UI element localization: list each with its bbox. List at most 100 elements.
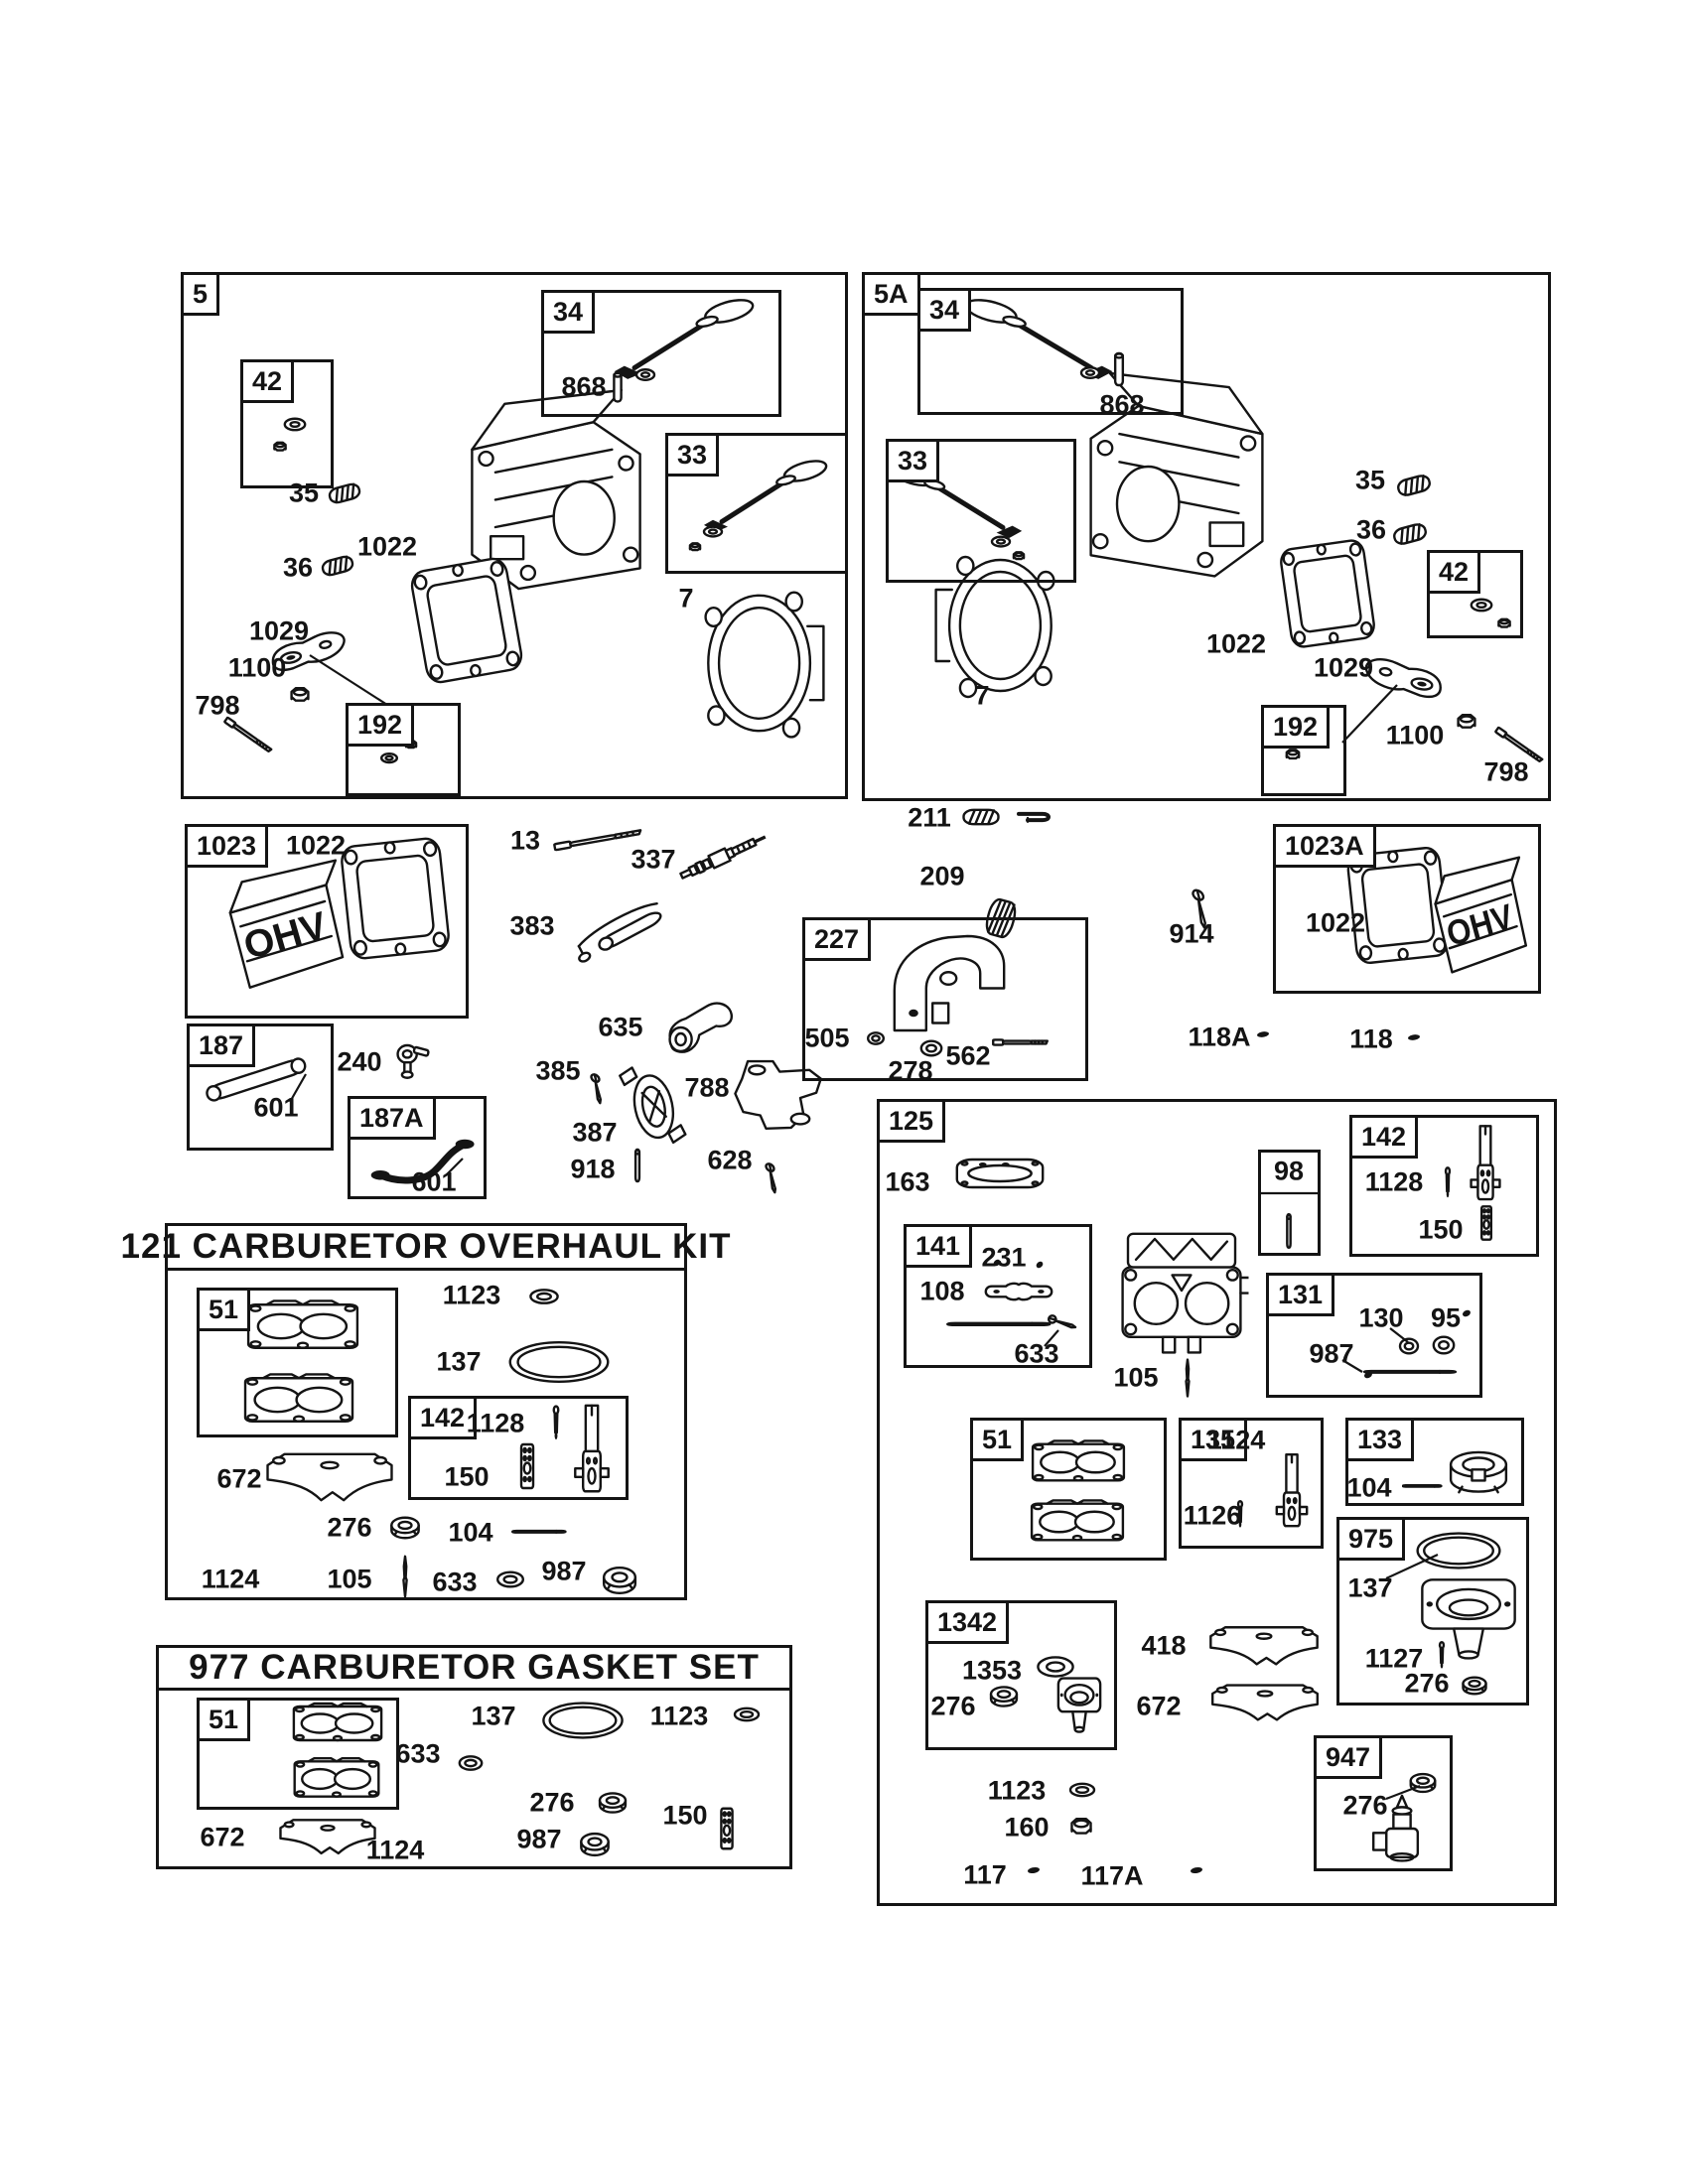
group-box-125-131: 131 bbox=[1266, 1273, 1482, 1398]
callout-1029[interactable]: 1029 bbox=[1313, 652, 1374, 683]
callout-276[interactable]: 276 bbox=[327, 1512, 372, 1543]
callout-160[interactable]: 160 bbox=[1004, 1812, 1050, 1843]
callout-672[interactable]: 672 bbox=[216, 1463, 262, 1494]
callout-108[interactable]: 108 bbox=[919, 1276, 965, 1306]
callout-562[interactable]: 562 bbox=[945, 1040, 991, 1071]
callout-628[interactable]: 628 bbox=[707, 1145, 753, 1175]
callout-1123[interactable]: 1123 bbox=[987, 1775, 1047, 1806]
callout-150[interactable]: 150 bbox=[662, 1800, 708, 1831]
callout-505[interactable]: 505 bbox=[804, 1023, 850, 1053]
group-label-5-33: 33 bbox=[665, 433, 720, 477]
callout-137[interactable]: 137 bbox=[436, 1346, 482, 1377]
callout-98[interactable]: 98 bbox=[1273, 1156, 1305, 1186]
group-box-121: 121 CARBURETOR OVERHAUL KIT bbox=[121, 1223, 730, 1600]
group-label-125-141: 141 bbox=[904, 1224, 973, 1268]
leader-line bbox=[447, 1159, 463, 1174]
callout-150[interactable]: 150 bbox=[1418, 1214, 1464, 1245]
callout-276[interactable]: 276 bbox=[1404, 1668, 1450, 1699]
callout-633[interactable]: 633 bbox=[395, 1738, 441, 1769]
callout-7[interactable]: 7 bbox=[678, 583, 694, 614]
callout-105[interactable]: 105 bbox=[327, 1564, 372, 1594]
spring-icon bbox=[962, 809, 1000, 825]
callout-7[interactable]: 7 bbox=[974, 680, 990, 711]
callout-1022[interactable]: 1022 bbox=[1205, 628, 1267, 659]
callout-1127[interactable]: 1127 bbox=[1364, 1643, 1424, 1674]
callout-385[interactable]: 385 bbox=[535, 1055, 581, 1086]
callout-868[interactable]: 868 bbox=[1099, 389, 1145, 420]
callout-1123[interactable]: 1123 bbox=[442, 1280, 501, 1310]
callout-788[interactable]: 788 bbox=[684, 1072, 730, 1103]
callout-118[interactable]: 118 bbox=[1349, 1024, 1393, 1054]
callout-117A[interactable]: 117A bbox=[1080, 1860, 1144, 1891]
callout-118A[interactable]: 118A bbox=[1188, 1022, 1251, 1052]
callout-137[interactable]: 137 bbox=[1347, 1572, 1393, 1603]
callout-672[interactable]: 672 bbox=[200, 1822, 245, 1852]
callout-672[interactable]: 672 bbox=[1136, 1691, 1182, 1721]
callout-104[interactable]: 104 bbox=[1346, 1472, 1392, 1503]
leader-line bbox=[290, 1074, 306, 1102]
leader-line bbox=[310, 655, 387, 705]
group-label-125-131: 131 bbox=[1266, 1273, 1335, 1316]
dot-icon bbox=[1406, 1033, 1422, 1041]
group-label-5A: 5A bbox=[862, 272, 920, 316]
group-label-977-51: 51 bbox=[197, 1698, 251, 1741]
callout-1353[interactable]: 1353 bbox=[961, 1655, 1023, 1686]
callout-276[interactable]: 276 bbox=[930, 1691, 976, 1721]
callout-104[interactable]: 104 bbox=[448, 1517, 493, 1548]
callout-633[interactable]: 633 bbox=[432, 1567, 478, 1597]
callout-150[interactable]: 150 bbox=[444, 1461, 490, 1492]
callout-987[interactable]: 987 bbox=[1309, 1338, 1354, 1369]
callout-383[interactable]: 383 bbox=[509, 910, 555, 941]
callout-211[interactable]: 211 bbox=[908, 802, 951, 833]
group-box-1023: 1023 bbox=[185, 824, 469, 1019]
callout-337[interactable]: 337 bbox=[631, 844, 676, 875]
callout-1022[interactable]: 1022 bbox=[356, 531, 418, 562]
callout-137[interactable]: 137 bbox=[471, 1701, 516, 1731]
callout-35[interactable]: 35 bbox=[288, 478, 320, 508]
callout-1124[interactable]: 1124 bbox=[201, 1564, 260, 1594]
dot-icon bbox=[1255, 1030, 1271, 1038]
callout-117[interactable]: 117 bbox=[963, 1859, 1007, 1890]
callout-914[interactable]: 914 bbox=[1169, 918, 1214, 949]
callout-798[interactable]: 798 bbox=[195, 690, 240, 721]
callout-1022[interactable]: 1022 bbox=[1305, 907, 1366, 938]
group-box-125-51: 51 bbox=[970, 1418, 1167, 1561]
callout-868[interactable]: 868 bbox=[561, 371, 607, 402]
callout-601[interactable]: 601 bbox=[253, 1092, 299, 1123]
callout-36[interactable]: 36 bbox=[1355, 514, 1387, 545]
group-label-5A-34: 34 bbox=[917, 288, 972, 332]
callout-601[interactable]: 601 bbox=[411, 1166, 457, 1197]
callout-1022[interactable]: 1022 bbox=[285, 830, 347, 861]
callout-278[interactable]: 278 bbox=[888, 1055, 933, 1086]
callout-1029[interactable]: 1029 bbox=[248, 615, 310, 646]
callout-798[interactable]: 798 bbox=[1483, 756, 1529, 787]
callout-209[interactable]: 209 bbox=[919, 861, 965, 891]
callout-130[interactable]: 130 bbox=[1358, 1302, 1404, 1333]
callout-418[interactable]: 418 bbox=[1141, 1630, 1187, 1661]
callout-95[interactable]: 95 bbox=[1430, 1302, 1462, 1333]
callout-13[interactable]: 13 bbox=[509, 825, 541, 856]
callout-1124[interactable]: 1124 bbox=[1206, 1425, 1266, 1455]
callout-987[interactable]: 987 bbox=[516, 1824, 562, 1854]
flange-icon bbox=[618, 1058, 688, 1152]
callout-36[interactable]: 36 bbox=[282, 552, 314, 583]
callout-240[interactable]: 240 bbox=[337, 1046, 382, 1077]
callout-918[interactable]: 918 bbox=[570, 1154, 616, 1184]
callout-635[interactable]: 635 bbox=[598, 1012, 643, 1042]
callout-1100[interactable]: 1100 bbox=[227, 652, 287, 683]
callout-276[interactable]: 276 bbox=[1342, 1790, 1388, 1821]
callout-231[interactable]: 231 bbox=[981, 1242, 1027, 1273]
callout-633[interactable]: 633 bbox=[1014, 1338, 1059, 1369]
callout-1128[interactable]: 1128 bbox=[466, 1408, 525, 1438]
callout-1123[interactable]: 1123 bbox=[649, 1701, 709, 1731]
callout-35[interactable]: 35 bbox=[1354, 465, 1386, 495]
callout-105[interactable]: 105 bbox=[1113, 1362, 1159, 1393]
callout-1126[interactable]: 1126 bbox=[1183, 1500, 1242, 1531]
callout-163[interactable]: 163 bbox=[885, 1166, 930, 1197]
callout-1124[interactable]: 1124 bbox=[365, 1835, 425, 1865]
callout-1128[interactable]: 1128 bbox=[1364, 1166, 1424, 1197]
callout-387[interactable]: 387 bbox=[572, 1117, 618, 1148]
callout-987[interactable]: 987 bbox=[541, 1556, 587, 1586]
callout-276[interactable]: 276 bbox=[529, 1787, 575, 1818]
callout-1100[interactable]: 1100 bbox=[1385, 720, 1445, 751]
